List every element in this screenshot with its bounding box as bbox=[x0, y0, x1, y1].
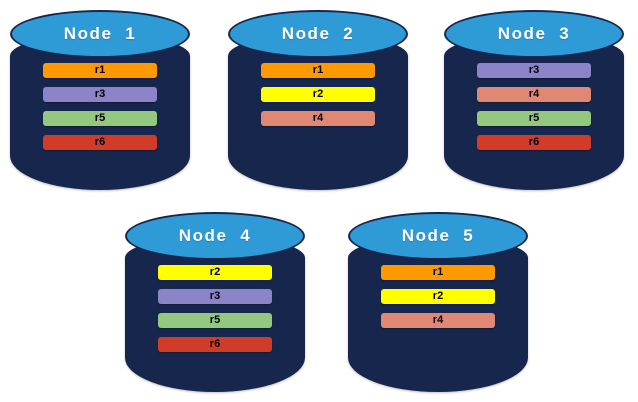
replica-stack: r1 r2 r4 bbox=[261, 63, 375, 135]
replica-stack: r2 r3 r5 r6 bbox=[158, 265, 272, 361]
replica-bar[interactable]: r5 bbox=[158, 313, 272, 328]
replica-bar[interactable]: r3 bbox=[158, 289, 272, 304]
replica-bar[interactable]: r1 bbox=[261, 63, 375, 78]
replica-bar[interactable]: r4 bbox=[261, 111, 375, 126]
replica-stack: r1 r2 r4 bbox=[381, 265, 495, 337]
replica-bar[interactable]: r2 bbox=[158, 265, 272, 280]
cylinder-top-icon bbox=[348, 212, 528, 260]
replica-bar[interactable]: r3 bbox=[477, 63, 591, 78]
replica-stack: r1 r3 r5 r6 bbox=[43, 63, 157, 159]
replica-bar[interactable]: r3 bbox=[43, 87, 157, 102]
replica-bar[interactable]: r5 bbox=[43, 111, 157, 126]
replica-bar[interactable]: r6 bbox=[43, 135, 157, 150]
cylinder-top-icon bbox=[125, 212, 305, 260]
replica-stack: r3 r4 r5 r6 bbox=[477, 63, 591, 159]
replica-bar[interactable]: r6 bbox=[477, 135, 591, 150]
replica-bar[interactable]: r1 bbox=[43, 63, 157, 78]
cylinder-top-icon bbox=[444, 10, 624, 58]
replica-bar[interactable]: r6 bbox=[158, 337, 272, 352]
cylinder-top-icon bbox=[228, 10, 408, 58]
replica-bar[interactable]: r1 bbox=[381, 265, 495, 280]
cylinder-top-icon bbox=[10, 10, 190, 58]
replica-bar[interactable]: r5 bbox=[477, 111, 591, 126]
replica-bar[interactable]: r2 bbox=[261, 87, 375, 102]
replica-bar[interactable]: r2 bbox=[381, 289, 495, 304]
replica-bar[interactable]: r4 bbox=[477, 87, 591, 102]
replica-bar[interactable]: r4 bbox=[381, 313, 495, 328]
